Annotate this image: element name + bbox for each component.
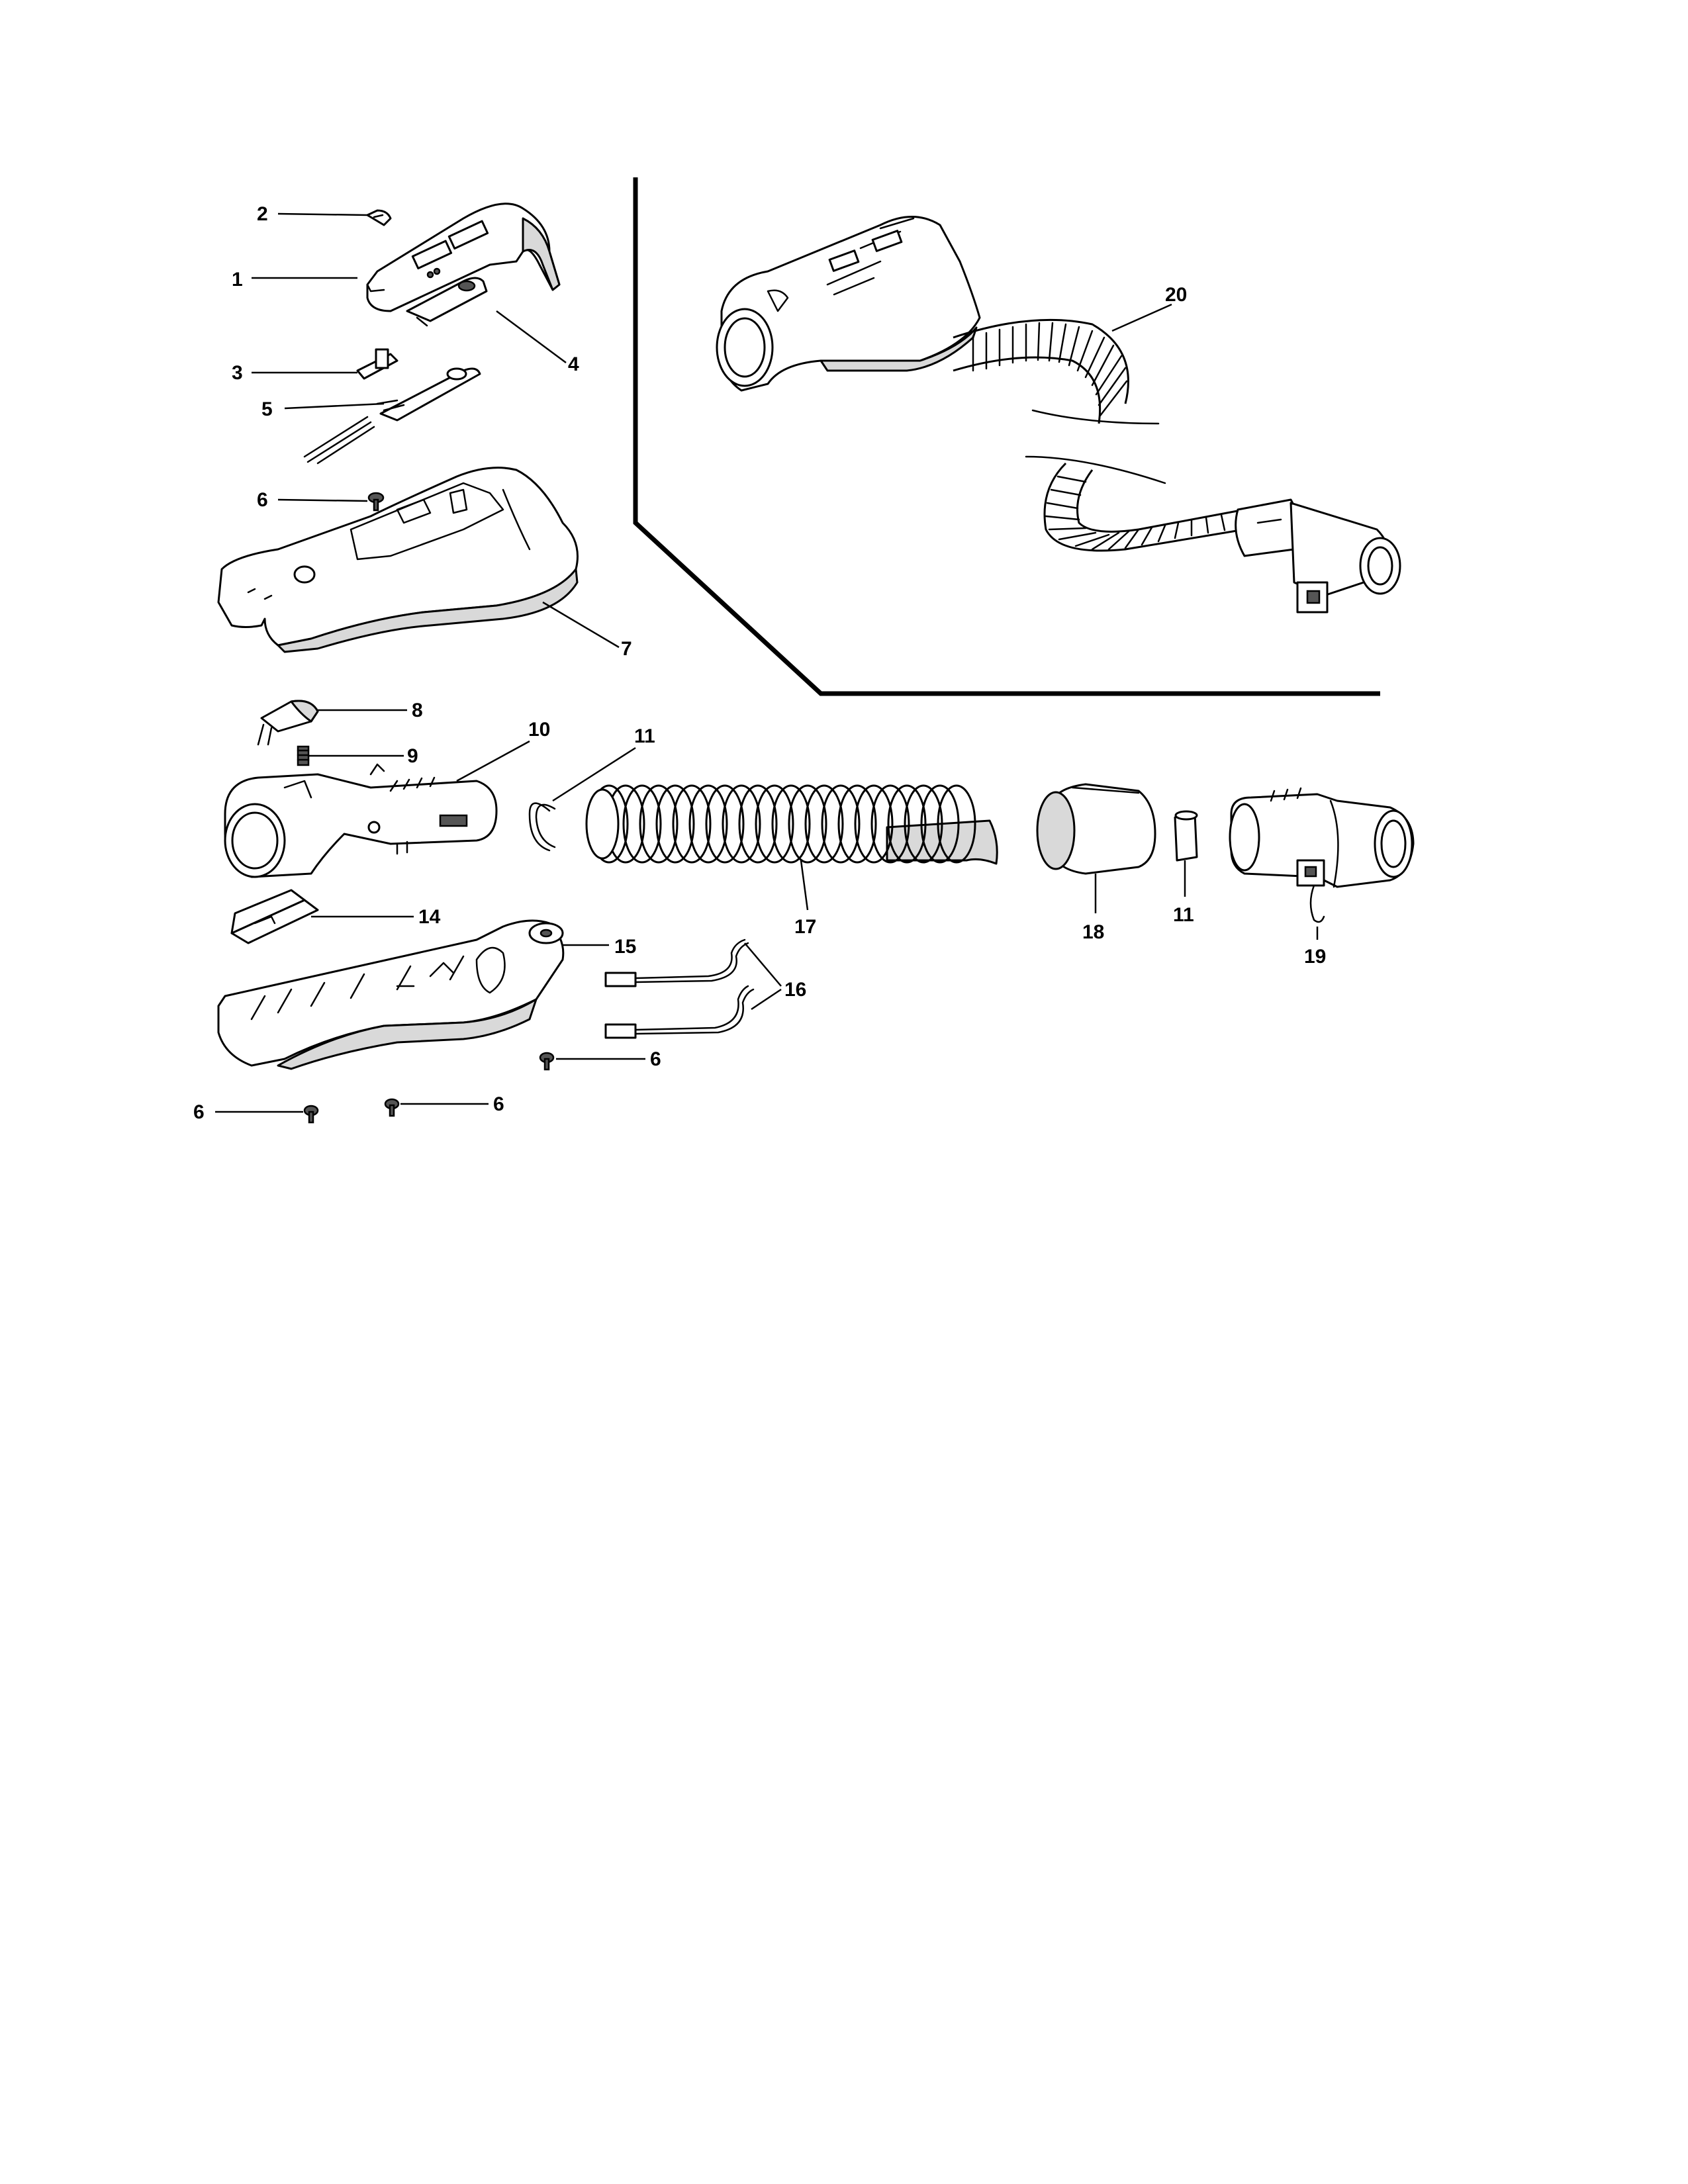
part-wires [604, 938, 755, 1039]
part-switch-cover [406, 277, 488, 327]
callout-19: 19 [1304, 946, 1326, 968]
part-retaining-ring-left [528, 802, 556, 852]
callout-1: 1 [232, 269, 243, 291]
part-small-clip [366, 209, 392, 226]
callout-6c: 6 [193, 1101, 205, 1123]
part-circuit-board [303, 367, 481, 465]
callout-8: 8 [412, 700, 423, 721]
part-switch-slide [356, 348, 399, 380]
callout-5: 5 [261, 398, 273, 420]
part-sleeve [1036, 783, 1156, 875]
callout-6a: 6 [257, 489, 268, 511]
callout-18: 18 [1082, 921, 1104, 943]
callout-6d: 6 [493, 1093, 504, 1115]
callout-7: 7 [621, 638, 632, 660]
callout-17: 17 [794, 916, 816, 938]
part-hose-end-connector [1229, 787, 1415, 923]
part-screw-middle [384, 1098, 400, 1117]
callout-6b: 6 [650, 1048, 661, 1070]
callout-16: 16 [784, 979, 806, 1001]
part-screw-right [539, 1052, 555, 1071]
assembled-hose-handle [716, 216, 1401, 614]
part-retaining-ring-right [1174, 810, 1198, 862]
callout-10: 10 [528, 719, 550, 741]
callout-2: 2 [257, 203, 268, 225]
part-lower-housing [217, 919, 565, 1070]
callout-11a: 11 [634, 725, 655, 747]
callout-11b: 11 [1173, 904, 1194, 926]
part-swivel-tube [224, 763, 498, 878]
callout-14: 14 [418, 906, 441, 928]
part-release-button [257, 700, 319, 746]
part-top-cover [366, 203, 561, 312]
callout-15: 15 [614, 936, 636, 958]
callout-4: 4 [568, 353, 579, 375]
part-screw-left [303, 1105, 319, 1124]
part-spring [297, 745, 310, 766]
part-latch [230, 889, 319, 944]
part-upper-housing [217, 467, 579, 653]
leader-lines [215, 212, 1319, 1113]
part-screw-upper [367, 492, 385, 512]
inset-frame [633, 177, 1380, 696]
callout-3: 3 [232, 362, 243, 384]
callout-9: 9 [407, 745, 418, 767]
callout-20: 20 [1165, 284, 1187, 306]
part-flexible-hose [585, 784, 998, 865]
callout-labels: 1 2 3 4 5 6 7 8 9 10 11 11 14 15 16 17 1… [193, 203, 1326, 1123]
